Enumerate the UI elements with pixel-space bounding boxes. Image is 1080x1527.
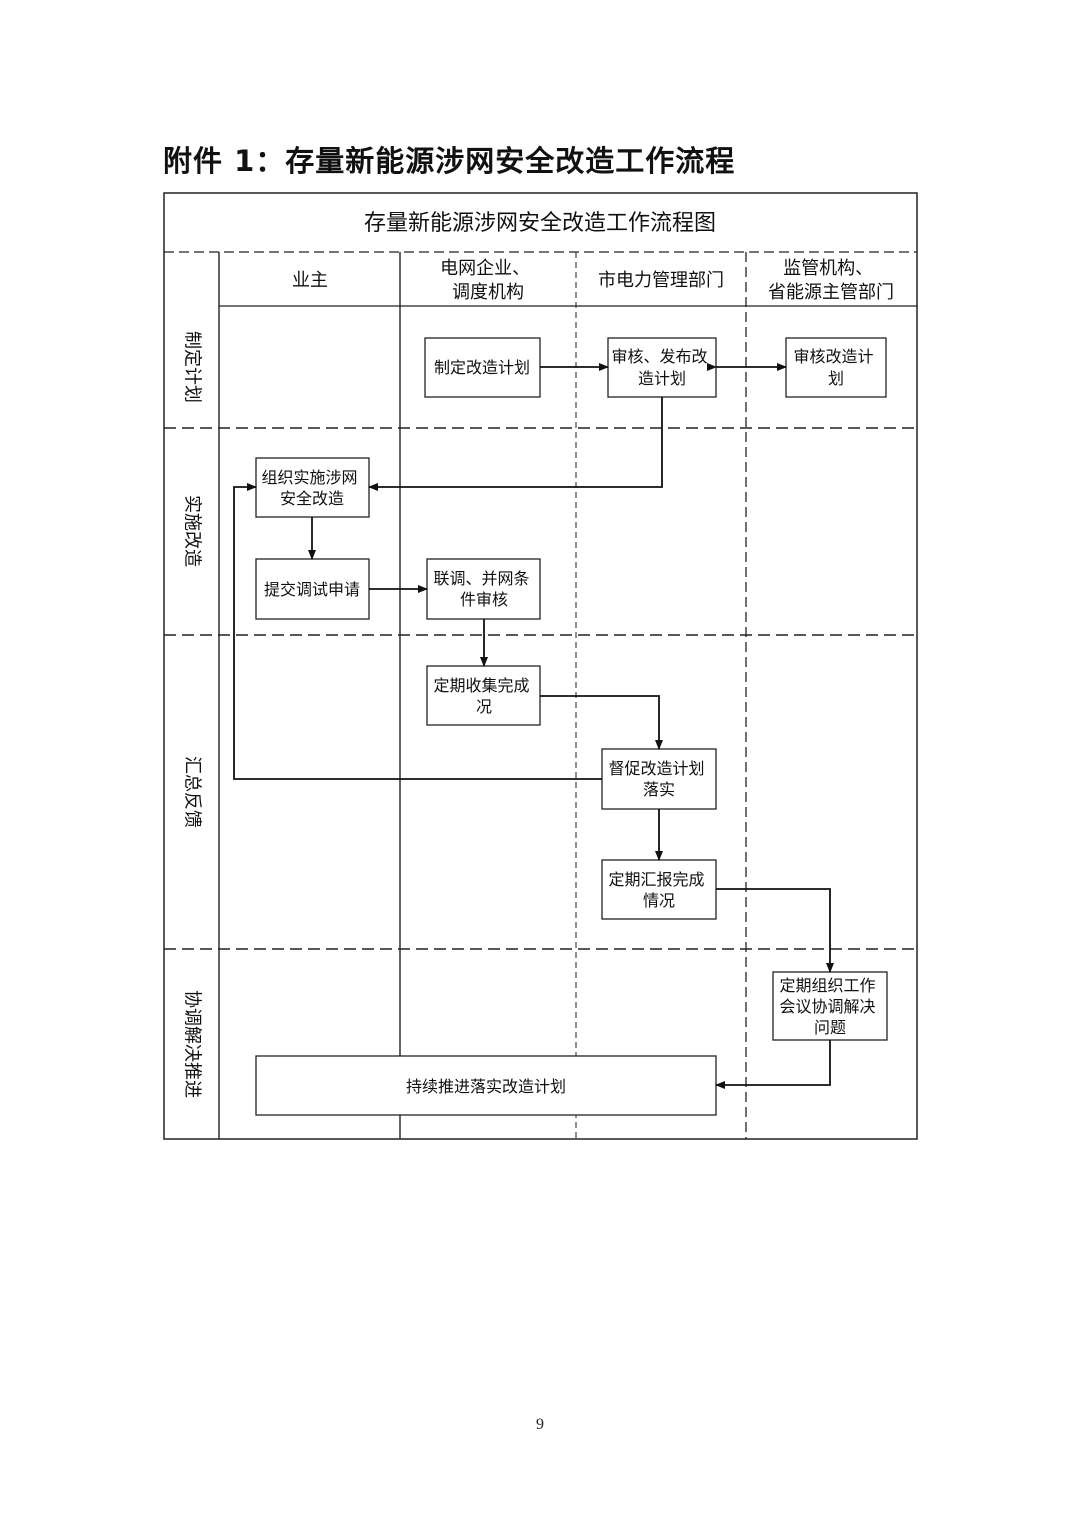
process-box-report-status: 定期汇报完成 情况 — [601, 859, 717, 920]
svg-text:定期汇报完成 情况: 定期汇报完成 情况 — [608, 870, 709, 910]
process-box-supervise-implementation: 督促改造计划 落实 — [601, 748, 717, 810]
arrow-publish-to-owner — [368, 397, 663, 491]
flowchart-title: 存量新能源涉网安全改造工作流程图 — [364, 211, 716, 236]
phase-labels: 制定计划 实施改造 汇总反馈 协调解决推进 — [182, 331, 203, 1098]
column-header-supervision-energy: 监管机构、 省能源主管部门 — [768, 258, 894, 303]
svg-text:联调、并网条 件审核: 联调、并网条 件审核 — [433, 569, 534, 609]
process-box-continue-plan: 持续推进落实改造计划 — [255, 1055, 717, 1116]
column-header-city-power-dept: 市电力管理部门 — [598, 270, 724, 291]
arrow-collect-to-supervise — [540, 695, 663, 750]
process-box-submit-debug: 提交调试申请 — [255, 558, 370, 620]
svg-text:审核、发布改 造计划: 审核、发布改 造计划 — [611, 347, 712, 388]
page-heading: 附件 1：存量新能源涉网安全改造工作流程 — [163, 144, 736, 178]
svg-text:审核改造计 划: 审核改造计 划 — [793, 347, 878, 388]
column-header-owner: 业主 — [292, 270, 328, 291]
arrow-supervise-loop-to-organize — [233, 483, 602, 780]
phase-label-implement: 实施改造 — [182, 495, 203, 567]
process-box-review-plan: 审核改造计 划 — [785, 337, 887, 398]
process-box-coordinate-meeting: 定期组织工作 会议协调解决 问题 — [772, 971, 888, 1041]
svg-text:定期组织工作 会议协调解决 问题: 定期组织工作 会议协调解决 问题 — [779, 976, 880, 1037]
flowchart-frame — [163, 192, 918, 1140]
connectors — [233, 363, 834, 1089]
column-header-grid-dispatch: 电网企业、 调度机构 — [440, 258, 536, 303]
svg-text:制定改造计划: 制定改造计划 — [434, 358, 530, 377]
process-box-review-publish: 审核、发布改 造计划 — [607, 337, 717, 398]
process-box-organize-retrofit: 组织实施涉网 安全改造 — [255, 457, 370, 518]
phase-label-coordinate: 协调解决推进 — [182, 990, 203, 1098]
svg-text:组织实施涉网 安全改造: 组织实施涉网 安全改造 — [261, 468, 362, 508]
column-headers: 业主 电网企业、 调度机构 市电力管理部门 监管机构、 省能源主管部门 — [292, 258, 894, 303]
process-box-joint-review: 联调、并网条 件审核 — [426, 558, 541, 620]
svg-text:定期收集完成 况: 定期收集完成 况 — [433, 676, 534, 716]
process-box-collect-status: 定期收集完成 况 — [426, 665, 541, 726]
process-box-make-plan: 制定改造计划 — [424, 337, 541, 398]
arrow-report-to-meeting — [716, 888, 834, 973]
svg-text:持续推进落实改造计划: 持续推进落实改造计划 — [406, 1077, 566, 1096]
svg-text:提交调试申请: 提交调试申请 — [264, 580, 360, 599]
page-number: 9 — [536, 1416, 544, 1433]
phase-label-feedback: 汇总反馈 — [182, 756, 203, 828]
svg-text:督促改造计划 落实: 督促改造计划 落实 — [608, 759, 709, 799]
arrow-meeting-to-continue — [715, 1040, 831, 1089]
phase-label-plan: 制定计划 — [182, 331, 203, 403]
